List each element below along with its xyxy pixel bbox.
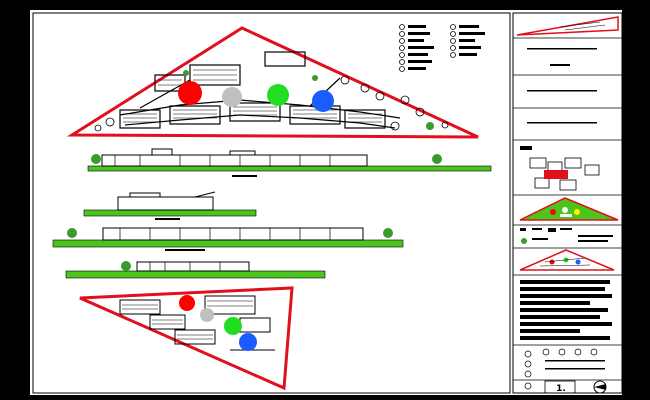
tree-icon <box>94 75 449 132</box>
revision-markers <box>524 348 598 390</box>
elevation-1 <box>87 148 492 177</box>
ground-line <box>52 239 404 248</box>
pool-green <box>224 317 242 335</box>
tree-icon <box>121 261 131 271</box>
tree-icon <box>312 75 318 81</box>
tree-icon <box>91 154 101 164</box>
pool-gray <box>200 308 214 322</box>
site-plan-top <box>66 26 479 139</box>
pool-blue <box>239 333 257 351</box>
ground-line <box>65 270 326 279</box>
elevation-3 <box>52 227 404 251</box>
north-arrow-icon <box>593 380 607 394</box>
tree-icon <box>67 228 77 238</box>
pool-red <box>179 295 195 311</box>
sheet-number: 1. <box>556 384 566 394</box>
building-wings <box>119 51 401 129</box>
tree-icon <box>383 228 393 238</box>
site-thumbnail-outline <box>519 249 615 271</box>
site-plan-outline <box>79 286 294 391</box>
site-thumbnail-colored <box>519 197 619 221</box>
site-plan-bottom <box>79 286 294 391</box>
tree-icon <box>426 122 434 130</box>
legend <box>399 24 485 72</box>
legend-symbol-icon <box>399 24 456 72</box>
ground-line <box>83 209 257 217</box>
general-notes <box>520 280 612 340</box>
pool-green <box>267 84 289 106</box>
concept-sketch <box>529 157 600 191</box>
title-block: 1. <box>512 12 623 394</box>
drawing-frame <box>32 12 511 394</box>
elevation-2 <box>83 191 257 220</box>
pool-blue <box>312 90 334 112</box>
pool-red <box>178 81 202 105</box>
elevation-4 <box>65 261 326 279</box>
ground-line <box>87 165 492 172</box>
pool-gray <box>222 87 242 107</box>
tree-icon <box>521 238 527 244</box>
tree-icon <box>183 70 189 76</box>
tree-icon <box>432 154 442 164</box>
